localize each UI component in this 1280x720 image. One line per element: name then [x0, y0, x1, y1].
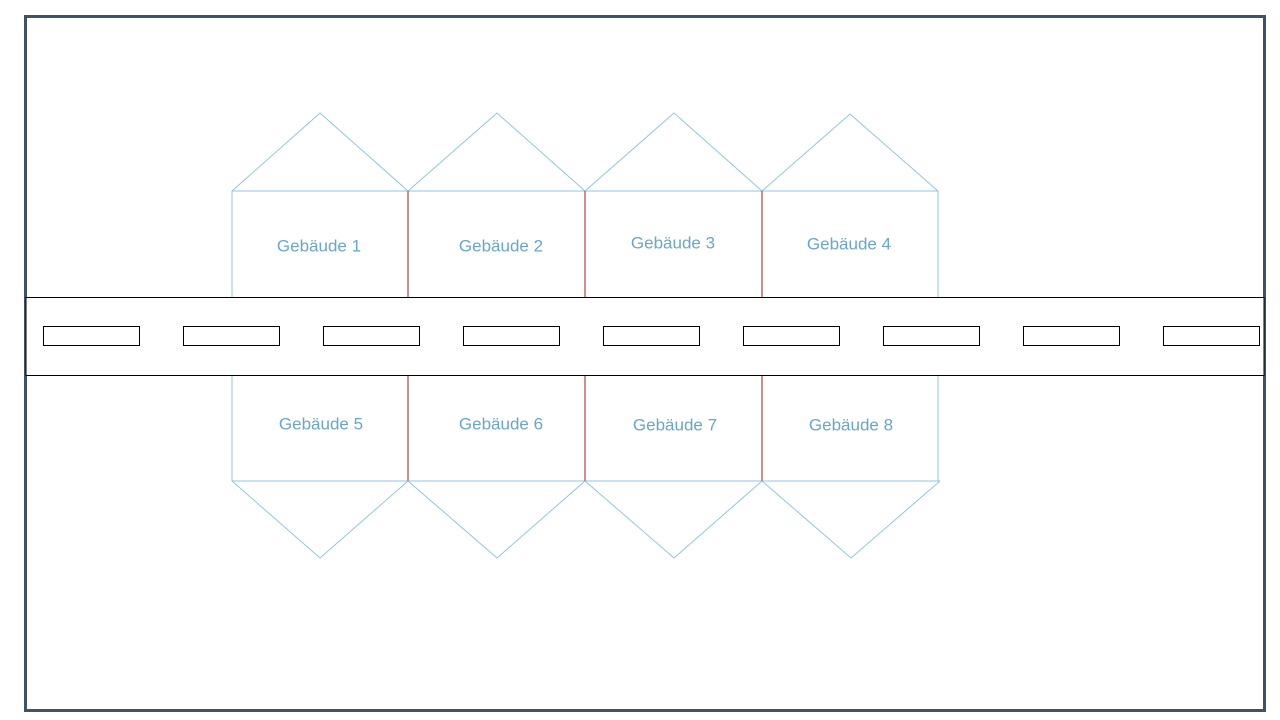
bottom-party-walls [407, 376, 763, 481]
building-label-2: Gebäude 2 [459, 236, 543, 255]
building-label-7: Gebäude 7 [633, 415, 717, 434]
road-marking [1163, 326, 1260, 346]
road-marking [183, 326, 280, 346]
building-label-8: Gebäude 8 [809, 415, 893, 434]
roof-building-2 [407, 112, 586, 192]
road-marking [603, 326, 700, 346]
roof-building-7 [584, 480, 763, 559]
roof-building-5 [231, 480, 409, 559]
top-party-walls [407, 191, 763, 297]
road-marking [883, 326, 980, 346]
road-marking [323, 326, 420, 346]
road-marking [463, 326, 560, 346]
roof-building-6 [407, 480, 586, 559]
building-label-6: Gebäude 6 [459, 414, 543, 433]
road-marking [743, 326, 840, 346]
roof-building-8 [761, 480, 941, 559]
top-roofs [231, 112, 939, 192]
building-label-4: Gebäude 4 [807, 234, 891, 253]
roof-building-4 [761, 113, 939, 192]
road-markings [43, 326, 1260, 346]
road-marking [1023, 326, 1120, 346]
road-marking [43, 326, 140, 346]
building-label-5: Gebäude 5 [279, 414, 363, 433]
roof-building-3 [584, 112, 763, 192]
roof-building-1 [231, 112, 409, 192]
building-label-1: Gebäude 1 [277, 236, 361, 255]
building-label-3: Gebäude 3 [631, 233, 715, 252]
bottom-buildings [231, 376, 940, 482]
road [25, 297, 1265, 376]
bottom-roofs [231, 480, 941, 559]
